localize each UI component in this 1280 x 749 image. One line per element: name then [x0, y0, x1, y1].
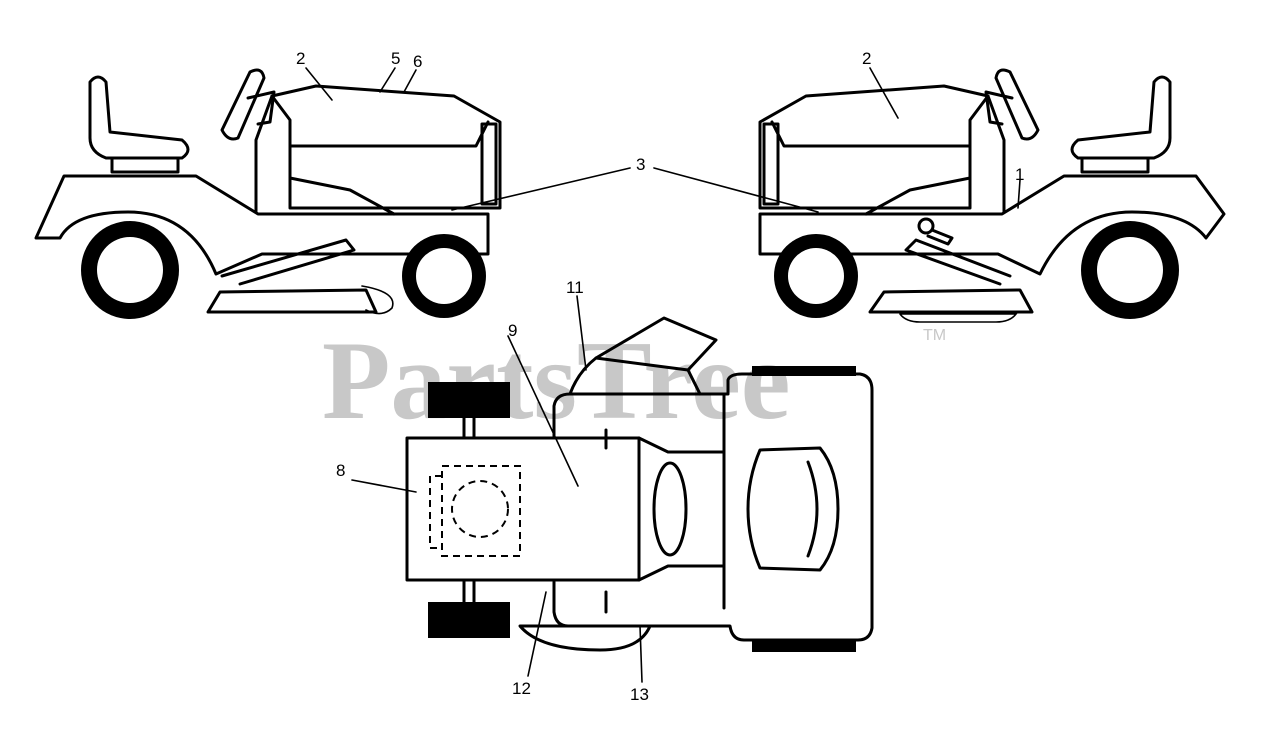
engine-outline [441, 465, 521, 557]
rear-tire-top-left [752, 366, 856, 376]
callout-12: 12 [512, 679, 531, 698]
mower-deck-left [206, 288, 378, 314]
watermark-trademark: TM [923, 327, 946, 344]
front-tire-top-left [428, 382, 510, 418]
front-tire-top-right [428, 602, 510, 638]
callout-6: 6 [413, 52, 422, 71]
leader-lines [305, 67, 1021, 683]
callout-9: 9 [508, 321, 517, 340]
callout-2-right: 2 [862, 49, 871, 68]
rear-fender-left [34, 174, 490, 276]
hood-left [270, 84, 502, 210]
callout-11: 11 [566, 278, 584, 297]
tractor-left-side-view [34, 68, 502, 319]
seat-top [746, 446, 840, 572]
hood-top [405, 436, 641, 582]
steering-column-top [652, 461, 688, 557]
callout-3: 3 [636, 155, 645, 174]
tractor-top-view [405, 316, 874, 652]
watermark-text: PartsTree [322, 319, 791, 443]
callout-8: 8 [336, 461, 345, 480]
rear-tire-top-right [752, 640, 856, 652]
grass-chute [568, 316, 718, 396]
callout-5: 5 [391, 49, 400, 68]
watermark: PartsTree TM [322, 319, 946, 443]
callout-13: 13 [630, 685, 649, 704]
callout-1: 1 [1015, 165, 1024, 184]
tractor-right-side-view [758, 68, 1226, 323]
seat-left [88, 75, 190, 160]
steering-wheel-left [220, 68, 266, 141]
frame-top [518, 372, 874, 652]
mower-deck-right [868, 288, 1034, 314]
callouts: 2 5 6 2 3 1 11 9 8 12 13 [296, 49, 1024, 704]
hood-right [758, 84, 990, 210]
seat-right [1070, 75, 1172, 160]
callout-2-left: 2 [296, 49, 305, 68]
steering-wheel-right [994, 68, 1040, 141]
